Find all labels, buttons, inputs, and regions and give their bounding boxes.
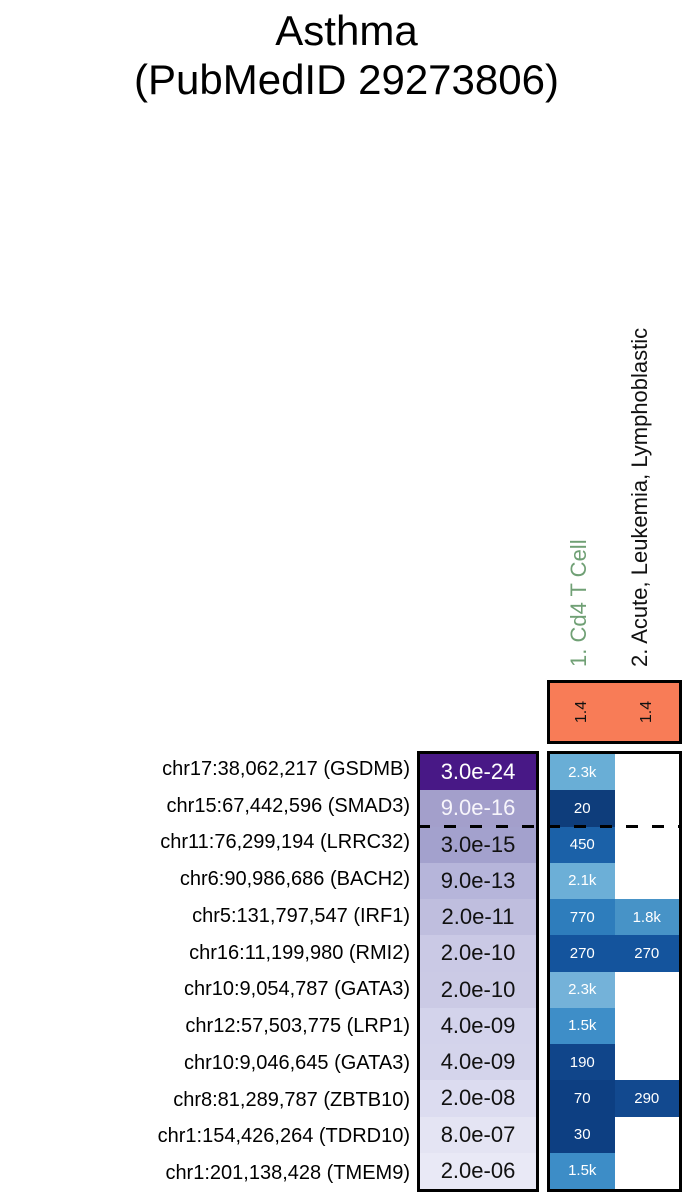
heatmap-row: 20 [550, 790, 680, 827]
heatmap-cell-empty [615, 863, 680, 899]
heatmap-cell-empty [615, 1008, 680, 1044]
heatmap-cell: 1.8k [614, 899, 679, 936]
pvalue-cell: 8.0e-07 [420, 1116, 536, 1153]
heatmap-cell: 450 [550, 826, 615, 863]
heatmap-cell-empty [615, 1044, 680, 1080]
pvalue-cell: 3.0e-15 [420, 826, 536, 863]
heatmap-cell-empty [615, 754, 680, 790]
row-label: chr6:90,986,686 (BACH2) [179, 868, 410, 891]
header-value-2: 1.4 [637, 700, 655, 724]
row-label: chr1:201,138,428 (TMEM9) [165, 1162, 410, 1185]
heatmap-cell: 1.5k [550, 1152, 615, 1189]
heatmap-row: 1.5k [550, 1152, 680, 1189]
heatmap-cell: 20 [550, 790, 615, 827]
heatmap-row: 450 [550, 826, 680, 863]
row-label: chr12:57,503,775 (LRP1) [185, 1015, 410, 1038]
heatmap-row: 1.5k [550, 1007, 680, 1044]
row-label: chr11:76,299,194 (LRRC32) [160, 831, 410, 854]
row-label: chr10:9,054,787 (GATA3) [183, 978, 410, 1001]
row-label: chr17:38,062,217 (GSDMB) [162, 757, 410, 780]
dashed-separator [418, 825, 682, 828]
row-label: chr16:11,199,980 (RMI2) [189, 941, 410, 964]
heatmap-cell: 2.1k [550, 862, 615, 899]
pvalue-cell: 2.0e-10 [420, 935, 536, 972]
heatmap-row: 30 [550, 1116, 680, 1153]
pvalue-cell: 9.0e-13 [420, 862, 536, 899]
heatmap-cell-empty [615, 1117, 680, 1153]
column-label-acute-leukemia-lymphoblastic: 2. Acute, Leukemia, Lymphoblastic [627, 327, 652, 667]
row-label: chr1:154,426,264 (TDRD10) [157, 1125, 410, 1148]
heatmap-cell-empty [615, 972, 680, 1008]
heatmap-row: 2.1k [550, 862, 680, 899]
heatmap-cell: 2.3k [550, 971, 615, 1008]
pvalue-cell: 9.0e-16 [420, 790, 536, 827]
row-label: chr5:131,797,547 (IRF1) [192, 904, 410, 927]
pvalue-cell: 2.0e-10 [420, 971, 536, 1008]
heatmap-cell: 270 [550, 935, 615, 972]
row-labels: chr17:38,062,217 (GSDMB) chr15:67,442,596… [0, 751, 410, 1192]
column-label-cd4-t-cell: 1. Cd4 T Cell [566, 539, 591, 667]
pvalue-cell: 4.0e-09 [420, 1044, 536, 1081]
title-line2: (PubMedID 29273806) [134, 56, 559, 103]
heatmap-row: 2.3k [550, 971, 680, 1008]
heatmap-cell: 190 [550, 1044, 615, 1081]
row-label: chr8:81,289,787 (ZBTB10) [173, 1088, 410, 1111]
heatmap-row: 2.3k [550, 754, 680, 791]
heatmap-cell-empty [615, 790, 680, 826]
heatmap-cell: 770 [550, 899, 615, 936]
heatmap-cell: 290 [614, 1080, 679, 1117]
heatmap-cell: 30 [550, 1116, 615, 1153]
heatmap-row: 190 [550, 1044, 680, 1081]
heatmap-cell: 270 [614, 935, 679, 972]
heatmap-cell: 70 [550, 1080, 615, 1117]
heatmap-cell-empty [615, 827, 680, 863]
header-value-1: 1.4 [573, 700, 591, 724]
row-label: chr10:9,046,645 (GATA3) [183, 1051, 410, 1074]
pvalue-cell: 2.0e-06 [420, 1152, 536, 1189]
title-line1: Asthma [275, 7, 418, 54]
heatmap-cell-empty [615, 1153, 680, 1189]
pvalue-cell: 3.0e-24 [420, 754, 536, 791]
pvalue-cell: 4.0e-09 [420, 1007, 536, 1044]
figure-title: Asthma (PubMedID 29273806) [0, 6, 693, 104]
pvalue-cell: 2.0e-08 [420, 1080, 536, 1117]
header-band-cell-2: 1.4 [615, 683, 680, 741]
row-label: chr15:67,442,596 (SMAD3) [166, 794, 410, 817]
pvalue-cell: 2.0e-11 [420, 899, 536, 936]
heatmap-cell: 2.3k [550, 754, 615, 791]
heatmap-cell: 1.5k [550, 1007, 615, 1044]
header-band: 1.4 1.4 [547, 680, 682, 744]
header-band-cell-1: 1.4 [550, 683, 615, 741]
